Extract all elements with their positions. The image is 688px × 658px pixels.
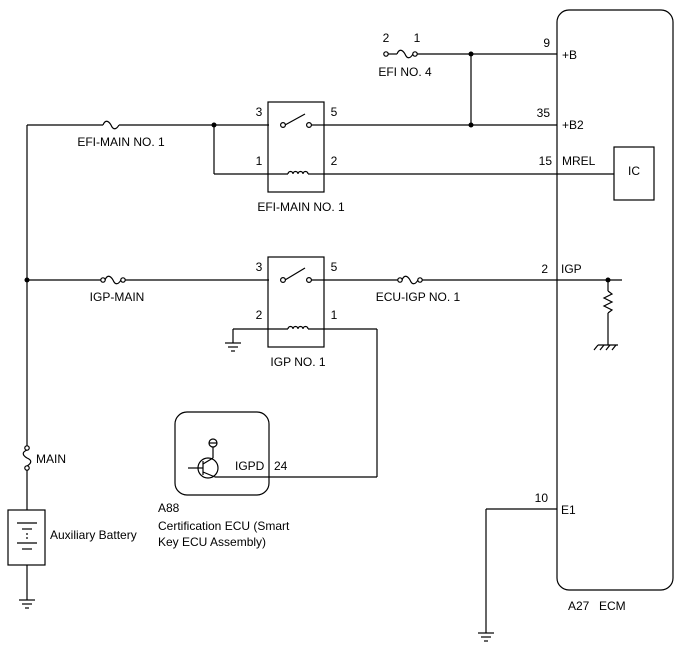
igp-relay-pin2: 2 [256, 308, 263, 322]
cert-ecu-name-line2: Key ECU Assembly) [158, 535, 266, 549]
igp-relay-pin5: 5 [331, 260, 338, 274]
ecu-igp-label: ECU-IGP NO. 1 [376, 290, 461, 304]
e1-ground-icon [478, 632, 494, 642]
igp-main-label: IGP-MAIN [90, 290, 145, 304]
igp-main-fuse-symbol [104, 275, 122, 285]
ecm-box [556, 9, 674, 591]
cert-ecu-pin-num: 24 [274, 459, 288, 473]
efi-no4-label: EFI NO. 4 [378, 65, 432, 79]
ecm-pin-15-num: 15 [539, 154, 553, 168]
battery-icon [17, 522, 37, 550]
ecm-pin-10-num: 10 [535, 491, 549, 505]
cert-ecu-name-line1: Certification ECU (Smart [158, 519, 290, 533]
ecm-ic-label: IC [628, 164, 640, 178]
efi-no4-pin-right: 1 [414, 31, 421, 45]
cert-ecu-pin-label: IGPD [235, 459, 265, 473]
igp-relay-coil [287, 325, 309, 330]
ecu-igp-fuse-symbol [401, 275, 419, 285]
efi-main-fuse-label: EFI-MAIN NO. 1 [77, 135, 165, 149]
efi-main-relay-label: EFI-MAIN NO. 1 [257, 200, 345, 214]
igp-relay-pin3: 3 [256, 260, 263, 274]
ecm-code: A27 [568, 599, 590, 613]
efi-main-relay-switch [284, 113, 306, 126]
efi-main-relay-pin1: 1 [256, 154, 263, 168]
ecm-name: ECM [599, 599, 626, 613]
efi-main-relay-coil [287, 170, 309, 175]
igp-relay-pin1: 1 [331, 308, 338, 322]
ecm-pin-35-num: 35 [537, 106, 551, 120]
ecm-resistor [602, 290, 614, 314]
efi-main-relay-box [267, 101, 325, 193]
main-fuse-label: MAIN [36, 452, 66, 466]
efi-main-relay-pin3: 3 [256, 105, 263, 119]
ecm-pin-15-name: MREL [562, 154, 596, 168]
igp-relay-ground-icon [225, 342, 241, 352]
efi-main-relay-pin5: 5 [331, 105, 338, 119]
igp-relay-label: IGP NO. 1 [270, 355, 325, 369]
ecm-pin-2-num: 2 [541, 262, 548, 276]
cert-ecu-code: A88 [158, 501, 180, 515]
ecm-pin-2-name: IGP [561, 262, 582, 276]
igp-relay-switch [284, 267, 306, 281]
efi-main-fuse-symbol [102, 120, 120, 130]
efi-no4-pin-left: 2 [383, 31, 390, 45]
cert-ecu-box [174, 411, 270, 496]
efi-main-relay-pin2: 2 [331, 154, 338, 168]
ecm-pin-10-name: E1 [561, 503, 576, 517]
igp-relay-box [267, 256, 325, 348]
ecm-pin-9-name: +B [562, 48, 577, 62]
battery-ground-icon [19, 599, 35, 609]
ecm-pin-9-num: 9 [543, 36, 550, 50]
efi-no4-fuse-symbol [396, 49, 414, 59]
ecm-pin-35-name: +B2 [562, 118, 584, 132]
main-fuse-symbol [22, 449, 32, 467]
battery-label: Auxiliary Battery [50, 528, 137, 542]
